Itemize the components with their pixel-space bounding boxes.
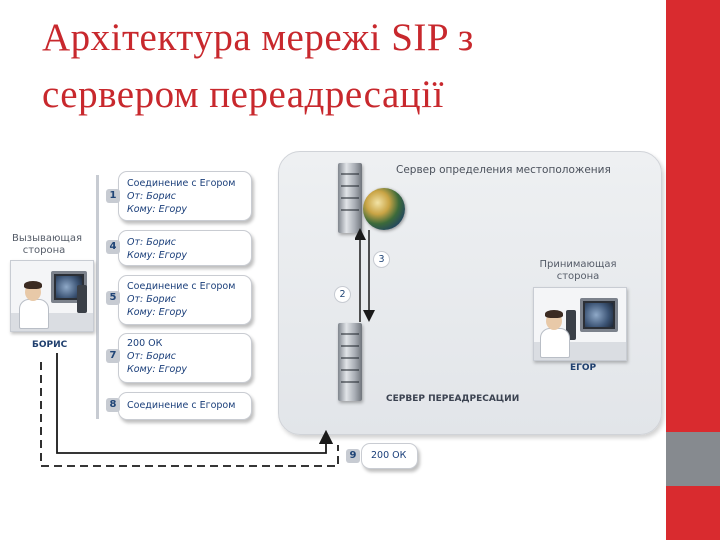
final-message-box: 200 ОК [361,443,418,469]
final-message-label: 200 ОК [371,451,406,461]
step-9-badge: 9 [346,449,360,463]
